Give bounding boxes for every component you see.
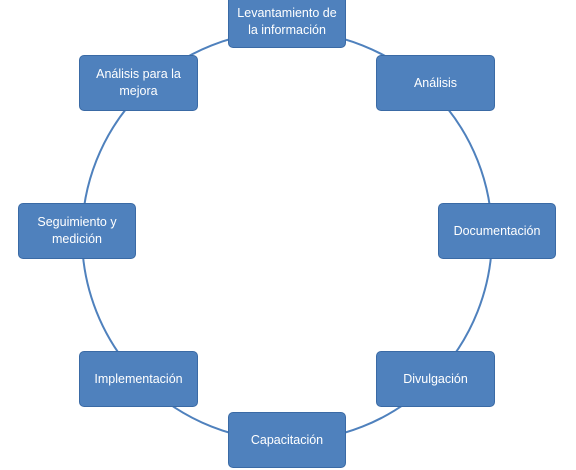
node-documentacion-label: Documentación xyxy=(453,223,541,238)
node-capacitacion: Capacitación xyxy=(228,412,346,468)
node-analisis-mejora: Análisis para la mejora xyxy=(79,55,198,111)
node-divulgacion-label: Divulgación xyxy=(403,371,468,386)
node-divulgacion: Divulgación xyxy=(376,351,495,407)
node-analisis-label: Análisis xyxy=(413,75,458,90)
node-capacitacion-label: Capacitación xyxy=(250,432,324,447)
node-analisis: Análisis xyxy=(376,55,495,111)
node-implementacion-label: Implementación xyxy=(94,371,183,386)
node-analisis-mejora-label: Análisis para la mejora xyxy=(96,67,181,98)
node-seguimiento-medicion-label: Seguimiento y medición xyxy=(37,215,117,246)
node-seguimiento-medicion: Seguimiento y medición xyxy=(18,203,136,259)
node-implementacion: Implementación xyxy=(79,351,198,407)
node-documentacion: Documentación xyxy=(438,203,556,259)
node-levantamiento-informacion: Levantamiento de la información xyxy=(228,0,346,48)
node-levantamiento-informacion-label: Levantamiento de la información xyxy=(237,6,337,37)
